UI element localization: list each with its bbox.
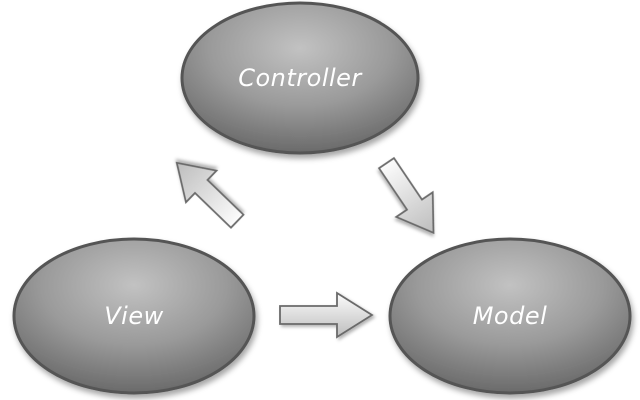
view-node: View bbox=[12, 237, 256, 395]
model-node: Model bbox=[388, 237, 632, 395]
controller-ellipse bbox=[180, 1, 420, 155]
model-ellipse bbox=[388, 237, 632, 395]
model-label: Model bbox=[473, 302, 548, 330]
view-label: View bbox=[104, 302, 163, 330]
arrow-controller-to-view bbox=[175, 161, 245, 229]
arrow-controller-to-model bbox=[377, 156, 435, 235]
arrow-view-to-model bbox=[279, 291, 374, 339]
controller-node: Controller bbox=[180, 1, 420, 155]
view-ellipse bbox=[12, 237, 256, 395]
controller-label: Controller bbox=[238, 64, 363, 92]
